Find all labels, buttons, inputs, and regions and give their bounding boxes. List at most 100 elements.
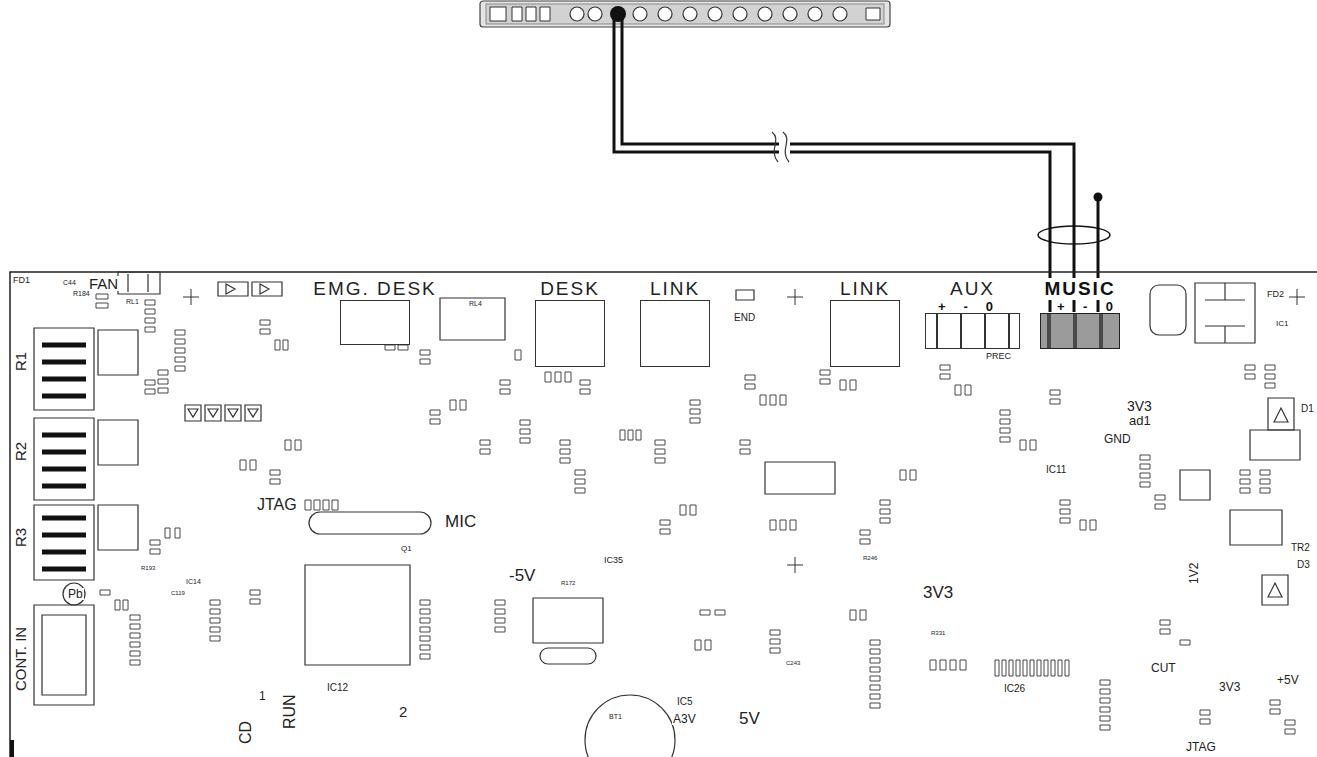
silkscreen-label: CD: [238, 720, 254, 745]
break-mark: [772, 132, 789, 162]
silkscreen-label: RL4: [468, 300, 483, 307]
connector-footprint: [535, 300, 605, 367]
terminal-sign: -: [1082, 300, 1088, 313]
silkscreen-label: JTAG: [256, 497, 298, 513]
terminal-sign: +: [1056, 300, 1066, 313]
silkscreen-label: IC14: [185, 578, 202, 585]
silkscreen-label: PREC: [985, 352, 1012, 361]
fan-connector: [118, 272, 160, 294]
integrated-circuit: [305, 565, 410, 665]
terminal-marks: + - 0: [925, 300, 1020, 313]
silkscreen-label: D1: [1300, 404, 1315, 414]
silkscreen-label: MIC: [444, 513, 477, 530]
silkscreen-label: FD2: [1266, 290, 1285, 299]
silkscreen-label: 3V3: [922, 584, 954, 601]
power-inlet: [490, 7, 506, 21]
large-parts: [10, 272, 1300, 757]
device-housing: [480, 1, 890, 27]
connector-name: LINK: [648, 278, 702, 300]
silkscreen-label: 1: [258, 690, 267, 702]
silkscreen-label: A3V: [672, 713, 697, 725]
connector-name: MUSIC: [1042, 278, 1117, 300]
fiducial-cross: [183, 289, 1305, 573]
silkscreen-label: R2: [13, 441, 28, 462]
control-input-connector: [34, 605, 94, 705]
silkscreen-label: R3: [13, 527, 28, 548]
battery-holder: [585, 695, 675, 757]
inductor: [1150, 285, 1186, 335]
diode-symbol: [1262, 398, 1294, 605]
silkscreen-label: 2: [398, 704, 408, 719]
connector-block: LINK: [640, 278, 710, 367]
connector-footprint: [1040, 313, 1120, 349]
integrated-circuit: [1180, 470, 1210, 500]
connector-footprint: [925, 313, 1020, 349]
silkscreen-label: TR2: [1290, 543, 1311, 553]
silkscreen-label: IC35: [603, 556, 624, 565]
power-part: [1230, 430, 1300, 545]
silkscreen-label: C44: [62, 279, 77, 286]
connector-name: LINK: [838, 278, 892, 300]
terminal-sign: 0: [985, 300, 994, 313]
silkscreen-label: Q1: [400, 545, 413, 553]
diode-bridge: [185, 405, 261, 421]
integrated-circuit: [765, 462, 835, 494]
connector-block: AUX+-0: [925, 278, 1020, 349]
cable: [614, 18, 1098, 312]
silkscreen-label: D3: [1296, 560, 1311, 570]
panel-sockets: [512, 7, 880, 21]
silkscreen-label: R1: [13, 351, 28, 372]
connector-name: DESK: [538, 278, 602, 300]
silkscreen-label: ad1: [1128, 414, 1152, 427]
rack-device: [480, 1, 890, 27]
connector-footprint: [640, 300, 710, 367]
cable-wire: [622, 18, 1074, 312]
zener-diode: [218, 282, 282, 296]
silkscreen-label: GND: [1103, 433, 1132, 445]
silkscreen-label: IC5: [676, 697, 694, 707]
silkscreen-label: CUT: [1150, 662, 1177, 674]
crystal-capsule: [309, 512, 431, 534]
integrated-circuit: [533, 598, 603, 643]
terminal-marks: + - 0: [1040, 300, 1120, 313]
smd-part: [736, 290, 754, 300]
silkscreen-label: FAN: [88, 276, 119, 291]
terminal-sign: -: [963, 300, 969, 313]
silkscreen-label: 3V3: [1218, 681, 1241, 693]
silkscreen-label: IC12: [326, 683, 349, 693]
connector-block: EMG. DESK: [311, 278, 439, 345]
junction-dot: [1094, 193, 1103, 202]
board-outline: [10, 272, 1317, 757]
silkscreen-label: -5V: [508, 567, 536, 584]
connector-footprint: [340, 300, 410, 345]
silkscreen-label: BT1: [608, 713, 623, 720]
silkscreen-label: JTAG: [1185, 741, 1217, 753]
silkscreen-label: R193: [140, 565, 156, 571]
xlr-sockets: [570, 7, 847, 21]
device-panel: [486, 4, 884, 24]
connector-block: LINK: [830, 278, 900, 367]
silkscreen-label: FD1: [12, 276, 31, 285]
smd-parts: [96, 294, 1295, 734]
silkscreen-label: IC26: [1003, 684, 1026, 694]
silkscreen-label: 1V2: [1188, 562, 1200, 585]
silkscreen-label: IC1: [1275, 320, 1289, 328]
silkscreen-label: R172: [560, 580, 576, 586]
silkscreen-label: CONT. IN: [13, 626, 28, 692]
silkscreen-label: 5V: [738, 710, 761, 727]
relay-body: [440, 298, 505, 340]
terminal-sign: 0: [1105, 300, 1114, 313]
silkscreen-label: Pb: [67, 588, 84, 600]
silkscreen-label: 3V3: [1126, 399, 1153, 413]
used-socket: [610, 6, 626, 22]
silkscreen-label: R331: [930, 630, 946, 636]
relay-connector: [34, 328, 94, 580]
silkscreen-label: IC11: [1045, 465, 1067, 475]
cable-bundle-ring: [1038, 226, 1110, 244]
relay-body: [98, 330, 138, 550]
silkscreen-label: C243: [785, 660, 801, 666]
terminal-sign: +: [937, 300, 947, 313]
electrolytic-capacitor: [1195, 283, 1255, 343]
connector-block: DESK: [535, 278, 605, 367]
